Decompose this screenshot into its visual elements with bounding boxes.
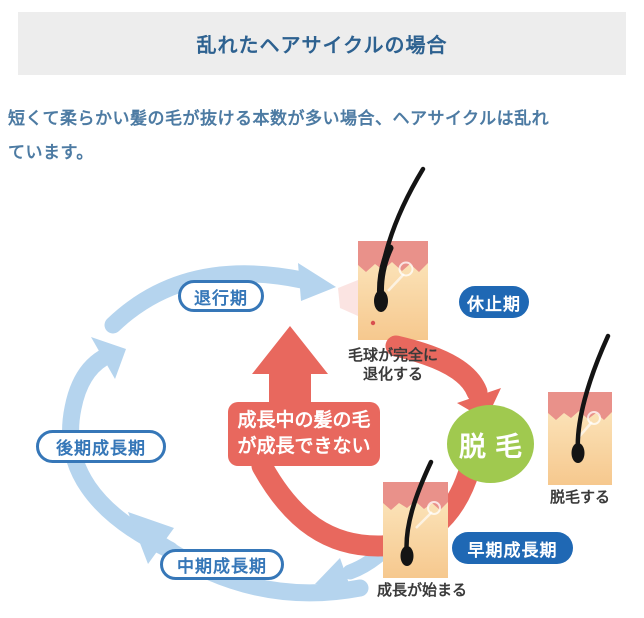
page-title: 乱れたヘアサイクルの場合	[196, 35, 448, 57]
phase-label-resting: 休止期	[467, 294, 521, 314]
phase-pill-mid-growth: 中期成長期	[160, 549, 284, 580]
diagram-artwork	[62, 166, 612, 602]
warning-line-1: 成長中の髪の毛	[237, 410, 371, 431]
hair-cycle-diagram: 退行期 休止期 後期成長期 中期成長期 早期成長期 成長中の髪の毛 が成長できな…	[0, 160, 644, 618]
phase-label-early-growth: 早期成長期	[467, 540, 558, 560]
phase-pill-late-growth: 後期成長期	[36, 430, 166, 463]
intro-line-1: 短くて柔らかい髪の毛が抜ける本数が多い場合、ヘアサイクルは乱れ	[8, 109, 550, 128]
warning-line-2: が成長できない	[237, 436, 371, 457]
follicle-illustration-top	[358, 166, 428, 340]
follicle-illustration-bottom	[383, 459, 448, 578]
hair-loss-circle: 脱毛	[447, 405, 534, 483]
red-up-arrow	[252, 326, 328, 408]
pink-glow	[338, 280, 358, 316]
intro-line-2: ています。	[8, 143, 94, 162]
caption-growth-begins: 成長が始まる	[376, 582, 467, 599]
red-arrow-resting	[385, 335, 501, 420]
warning-box: 成長中の髪の毛 が成長できない	[228, 402, 380, 466]
intro-text: 短くて柔らかい髪の毛が抜ける本数が多い場合、ヘアサイクルは乱れ ています。	[8, 102, 640, 170]
phase-label-mid-growth: 中期成長期	[177, 557, 267, 576]
caption-bulb-degenerates: 毛球が完全に 退化する	[347, 347, 438, 383]
phase-pill-regression: 退行期	[178, 280, 264, 312]
phase-pill-early-growth: 早期成長期	[452, 532, 573, 564]
follicle-illustration-right	[548, 333, 612, 485]
header-box: 乱れたヘアサイクルの場合	[18, 12, 626, 75]
phase-label-late-growth: 後期成長期	[56, 439, 146, 458]
red-cycle-arc	[251, 455, 481, 557]
phase-label-regression: 退行期	[194, 288, 248, 308]
caption-hair-falls-out: 脱毛する	[549, 489, 610, 506]
hair-loss-label: 脱毛	[459, 431, 531, 462]
phase-pill-resting: 休止期	[459, 286, 529, 318]
